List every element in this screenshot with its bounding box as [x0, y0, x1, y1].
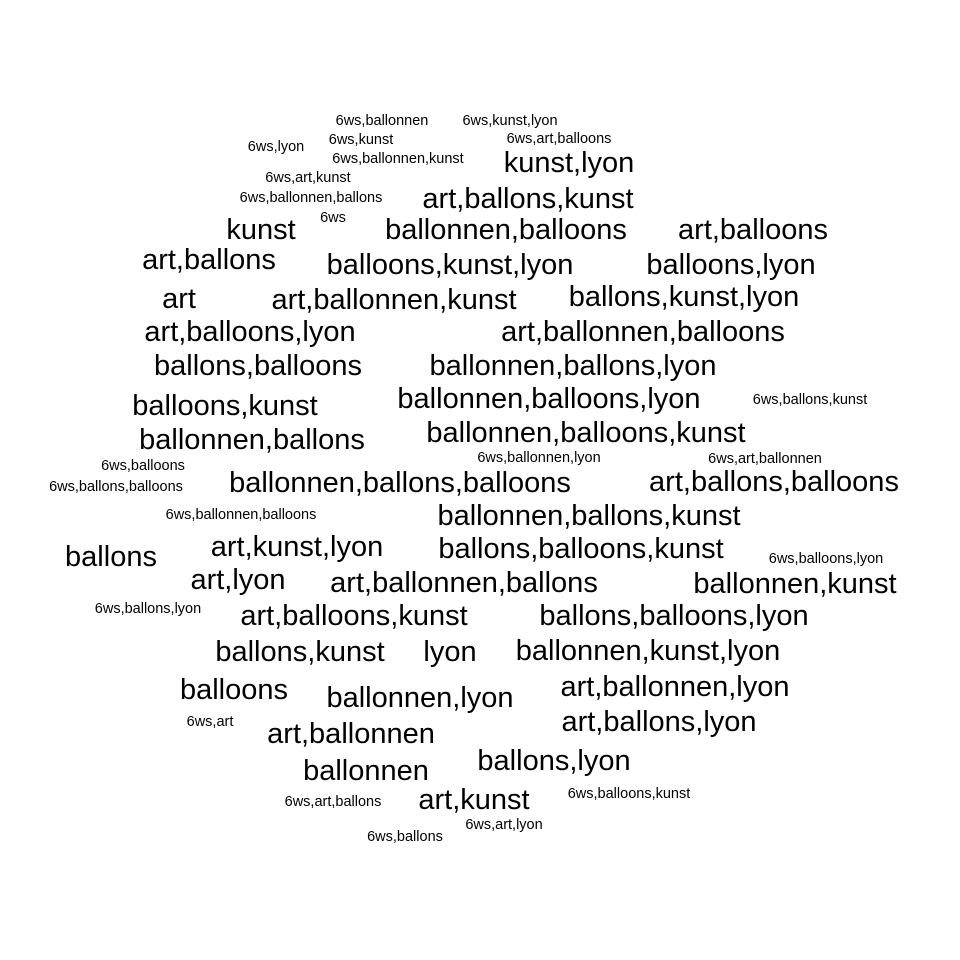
cloud-word-art-lyon: art,lyon — [190, 564, 286, 596]
cloud-word-lyon: lyon — [423, 636, 477, 668]
cloud-word-6ws: 6ws — [320, 210, 346, 226]
cloud-word-6ws-ballonnen-ballons: 6ws,ballonnen,ballons — [239, 190, 383, 206]
cloud-word-6ws-ballons-lyon: 6ws,ballons,lyon — [94, 601, 202, 617]
cloud-word-6ws-ballons-balloons: 6ws,ballons,balloons — [49, 479, 183, 495]
cloud-word-6ws-balloons-lyon: 6ws,balloons,lyon — [768, 551, 884, 567]
cloud-word-art-ballonnen-balloons: art,ballonnen,balloons — [501, 316, 785, 348]
cloud-word-art-balloons-lyon: art,balloons,lyon — [144, 316, 356, 348]
cloud-word-ballonnen-balloons: ballonnen,balloons — [385, 214, 627, 246]
cloud-word-ballonnen-balloons-kunst: ballonnen,balloons,kunst — [426, 417, 746, 449]
cloud-word-ballons-balloons: ballons,balloons — [154, 350, 362, 382]
cloud-word-ballonnen: ballonnen — [303, 755, 429, 787]
cloud-word-ballonnen-kunst: ballonnen,kunst — [693, 568, 897, 600]
cloud-word-ballonnen-kunst-lyon: ballonnen,kunst,lyon — [515, 635, 781, 667]
cloud-word-art-kunst-lyon: art,kunst,lyon — [210, 531, 384, 563]
cloud-word-6ws-lyon: 6ws,lyon — [247, 139, 305, 155]
cloud-word-balloons-kunst: balloons,kunst — [132, 390, 318, 422]
cloud-word-6ws-art-balloons: 6ws,art,balloons — [506, 131, 612, 147]
cloud-word-6ws-balloons: 6ws,balloons — [101, 458, 185, 474]
cloud-word-ballons: ballons — [65, 541, 157, 573]
cloud-word-6ws-balloons-kunst: 6ws,balloons,kunst — [567, 786, 691, 802]
cloud-word-6ws-art-ballonnen: 6ws,art,ballonnen — [708, 451, 822, 467]
cloud-word-art-ballons-kunst: art,ballons,kunst — [422, 183, 634, 215]
cloud-word-6ws-art-kunst: 6ws,art,kunst — [265, 170, 351, 186]
cloud-word-ballonnen-ballons: ballonnen,ballons — [139, 424, 365, 456]
cloud-word-ballons-balloons-kunst: ballons,balloons,kunst — [438, 533, 724, 565]
cloud-word-ballonnen-lyon: ballonnen,lyon — [326, 682, 514, 714]
cloud-word-art-ballonnen: art,ballonnen — [267, 718, 435, 750]
cloud-word-ballonnen-ballons-kunst: ballonnen,ballons,kunst — [437, 500, 741, 532]
cloud-word-ballonnen-balloons-lyon: ballonnen,balloons,lyon — [397, 383, 701, 415]
cloud-word-ballonnen-ballons-balloons: ballonnen,ballons,balloons — [229, 467, 571, 499]
cloud-word-art-ballonnen-kunst: art,ballonnen,kunst — [271, 284, 517, 316]
cloud-word-ballons-balloons-lyon: ballons,balloons,lyon — [539, 600, 809, 632]
cloud-word-6ws-ballons: 6ws,ballons — [367, 829, 443, 845]
cloud-word-6ws-ballonnen: 6ws,ballonnen — [335, 113, 429, 129]
cloud-word-art-balloons-kunst: art,balloons,kunst — [240, 600, 468, 632]
cloud-word-ballons-kunst-lyon: ballons,kunst,lyon — [568, 281, 800, 313]
cloud-word-kunst-lyon: kunst,lyon — [503, 147, 635, 179]
cloud-word-balloons: balloons — [179, 674, 289, 706]
cloud-word-kunst: kunst — [226, 214, 296, 246]
cloud-word-6ws-art: 6ws,art — [186, 714, 234, 730]
cloud-word-6ws-ballonnen-lyon: 6ws,ballonnen,lyon — [477, 450, 601, 466]
cloud-word-6ws-kunst-lyon: 6ws,kunst,lyon — [462, 113, 558, 129]
cloud-word-ballonnen-ballons-lyon: ballonnen,ballons,lyon — [429, 350, 717, 382]
cloud-word-6ws-kunst: 6ws,kunst — [328, 132, 394, 148]
cloud-word-art-balloons: art,balloons — [678, 214, 828, 246]
cloud-word-art-ballonnen-lyon: art,ballonnen,lyon — [560, 671, 790, 703]
cloud-word-6ws-ballonnen-kunst: 6ws,ballonnen,kunst — [332, 151, 464, 167]
cloud-word-art-ballons-balloons: art,ballons,balloons — [649, 466, 899, 498]
cloud-word-balloons-lyon: balloons,lyon — [646, 249, 816, 281]
cloud-word-6ws-art-ballons: 6ws,art,ballons — [284, 794, 382, 810]
cloud-word-6ws-ballonnen-balloons: 6ws,ballonnen,balloons — [165, 507, 317, 523]
cloud-word-art-kunst: art,kunst — [418, 784, 530, 816]
cloud-word-ballons-lyon: ballons,lyon — [477, 745, 631, 777]
cloud-word-balloons-kunst-lyon: balloons,kunst,lyon — [326, 249, 574, 281]
cloud-word-art-ballons-lyon: art,ballons,lyon — [561, 706, 757, 738]
cloud-word-art-ballons: art,ballons — [142, 244, 276, 276]
cloud-word-6ws-art-lyon: 6ws,art,lyon — [465, 817, 543, 833]
cloud-word-art-ballonnen-ballons: art,ballonnen,ballons — [330, 567, 598, 599]
cloud-word-ballons-kunst: ballons,kunst — [215, 636, 385, 668]
cloud-word-6ws-ballons-kunst: 6ws,ballons,kunst — [752, 392, 868, 408]
cloud-word-art: art — [162, 283, 196, 315]
